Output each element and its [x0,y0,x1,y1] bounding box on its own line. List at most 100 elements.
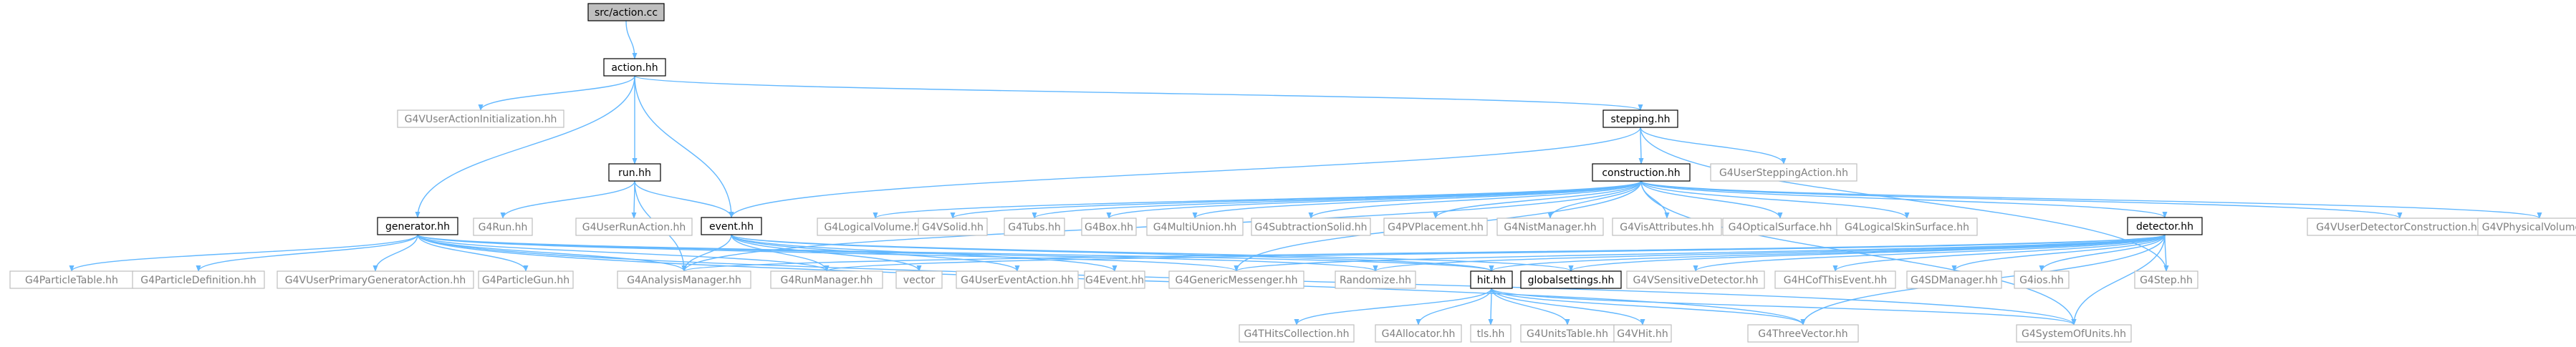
node-globalsettings[interactable]: globalsettings.hh [1520,270,1622,289]
node-box [1520,270,1622,289]
node-label: G4THitsCollection.hh [1244,328,1350,340]
node-label: hit.hh [1477,275,1506,286]
edge-hit-hh-to-g4thc [1294,288,1492,326]
node-label: action.hh [611,62,658,74]
node-detector-hh[interactable]: detector.hh [2127,217,2203,235]
edge-event-hh-to-vector [731,234,922,272]
edge-construction-hh-to-g4vudc [1640,180,2403,219]
node-g4lss: G4LogicalSkinSurface.hh [1836,218,1978,236]
edge-hit-hh-to-g4tv [1491,288,1806,326]
node-g4vupga: G4VUserPrimaryGeneratorAction.hh [277,270,474,289]
node-label: G4VSensitiveDetector.hh [1633,275,1758,286]
node-label: G4VUserDetectorConstruction.hh [2316,222,2484,233]
node-label: G4VHit.hh [1617,328,1668,340]
node-label: G4HCofThisEvent.hh [1784,275,1887,286]
edge-detector-hh-to-g4am [682,234,2166,272]
node-g4event: G4Event.hh [1084,270,1145,289]
node-label: G4Box.hh [1085,222,1133,233]
node-g4step: G4Step.hh [2134,270,2198,289]
node-box [478,270,574,289]
edge-detector-hh-to-g4hcote [1832,234,2166,272]
node-box [2016,324,2132,343]
edge-construction-hh-to-g4nist [1547,180,1642,219]
node-event-hh[interactable]: event.hh [701,217,762,235]
node-box [1004,218,1065,236]
node-label: G4UserRunAction.hh [582,222,686,233]
edge-detector-hh-to-g4sou [2071,234,2166,326]
edge-event-hh-to-g4uea [731,234,1020,272]
node-g4vpv: G4VPhysicalVolume.hh [2477,218,2576,236]
node-label: G4VSolid.hh [922,222,984,233]
node-box [1722,218,1838,236]
node-g4tubs: G4Tubs.hh [1004,218,1065,236]
node-hit-hh[interactable]: hit.hh [1470,270,1513,289]
node-generator-hh[interactable]: generator.hh [377,217,458,235]
node-label: event.hh [709,221,754,233]
node-box [1383,218,1488,236]
edge-generator-hh-to-g4vupga [373,234,418,272]
node-label: Randomize.hh [1340,275,1411,286]
edge-stepping-hh-to-event-hh [729,127,1641,218]
edge-action-hh-to-g4vuaction [478,75,635,111]
edge-action-hh-to-stepping-hh [634,75,1643,111]
node-box [701,217,762,235]
node-g4nist: G4NistManager.hh [1496,218,1604,236]
node-label: stepping.hh [1610,114,1670,125]
node-g4pg: G4ParticleGun.hh [478,270,574,289]
edge-construction-hh-to-g4lv [873,180,1642,219]
node-g4vis: G4VisAttributes.hh [1612,218,1722,236]
node-g4sou: G4SystemOfUnits.hh [2016,324,2132,343]
node-box [1747,324,1859,343]
edge-event-hh-to-globalsettings [731,234,1574,272]
node-g4rm: G4RunManager.hh [770,270,883,289]
node-label: G4UserSteppingAction.hh [1719,167,1848,179]
node-g4tv: G4ThreeVector.hh [1747,324,1859,343]
node-label: G4SystemOfUnits.hh [2022,328,2126,340]
node-box [1520,324,1615,343]
node-stepping-hh[interactable]: stepping.hh [1602,109,1678,128]
edge-hit-hh-to-g4ut [1491,288,1570,326]
node-label: G4UserEventAction.hh [961,275,1074,286]
edge-run-hh-to-g4run [500,180,635,219]
edge-construction-hh-to-g4vpv [1640,180,2542,219]
node-construction-hh[interactable]: construction.hh [1592,163,1691,182]
node-g4pd: G4ParticleDefinition.hh [132,270,265,289]
node-box [377,217,458,235]
node-randomize: Randomize.hh [1335,270,1416,289]
node-box [9,270,134,289]
node-g4am: G4AnalysisManager.hh [617,270,751,289]
edge-action-cc-to-action-hh [625,20,638,59]
node-label: G4PVPlacement.hh [1388,222,1484,233]
node-action-hh[interactable]: action.hh [603,58,666,77]
node-g4run: G4Run.hh [473,218,533,236]
node-label: G4VUserPrimaryGeneratorAction.hh [285,275,466,286]
node-box [603,58,666,77]
node-label: G4Run.hh [479,222,528,233]
node-label: G4Step.hh [2140,275,2193,286]
node-run-hh[interactable]: run.hh [608,163,661,182]
node-label: src/action.cc [595,7,658,19]
node-box [2127,217,2203,235]
node-box [817,218,934,236]
node-g4sub: G4SubtractionSolid.hh [1251,218,1371,236]
node-box [1168,270,1304,289]
edge-construction-hh-to-detector-hh [1640,180,2168,218]
node-box [587,3,665,21]
node-box [2307,218,2493,236]
node-g4ut: G4UnitsTable.hh [1520,324,1615,343]
node-box [473,218,533,236]
node-label: G4NistManager.hh [1504,222,1596,233]
edge-stepping-hh-to-construction-hh [1638,127,1644,165]
edge-event-hh-to-g4rm [731,234,830,272]
node-action-cc[interactable]: src/action.cc [587,3,665,21]
node-box [575,218,693,236]
node-g4vuaction: G4VUserActionInitialization.hh [397,109,564,128]
node-g4vhit: G4VHit.hh [1613,324,1672,343]
node-label: G4Tubs.hh [1008,222,1060,233]
node-box [1612,218,1722,236]
node-box [1335,270,1416,289]
edge-generator-hh-to-g4pd [196,234,418,272]
node-box [2134,270,2198,289]
edge-generator-hh-to-hit-hh [417,234,1494,272]
